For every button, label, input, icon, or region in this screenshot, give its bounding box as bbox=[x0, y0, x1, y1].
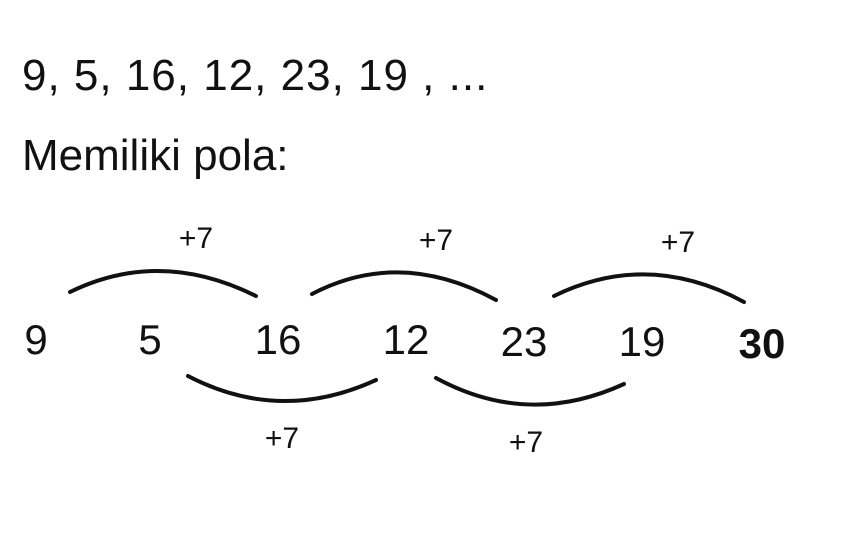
term-3: 16 bbox=[255, 316, 302, 363]
top-arc-1 bbox=[68, 268, 258, 298]
term-2: 5 bbox=[138, 316, 161, 363]
bottom-arc-1 bbox=[186, 374, 378, 404]
top-step-label-3: +7 bbox=[661, 226, 695, 259]
term-1: 9 bbox=[24, 316, 47, 363]
term-6: 19 bbox=[619, 318, 666, 365]
term-5: 23 bbox=[501, 318, 548, 365]
pattern-label: Memiliki pola: bbox=[22, 131, 289, 180]
top-arc-3 bbox=[552, 272, 746, 304]
bottom-step-label-2: +7 bbox=[509, 426, 543, 459]
top-arc-2 bbox=[310, 270, 498, 302]
term-4: 12 bbox=[383, 316, 430, 363]
top-step-label-2: +7 bbox=[419, 224, 453, 257]
sequence-text: 9, 5, 16, 12, 23, 19 , ... bbox=[22, 51, 489, 100]
top-step-label-1: +7 bbox=[179, 222, 213, 255]
bottom-step-label-1: +7 bbox=[265, 422, 299, 455]
term-7-answer: 30 bbox=[739, 320, 786, 367]
bottom-arc-2 bbox=[434, 376, 626, 407]
